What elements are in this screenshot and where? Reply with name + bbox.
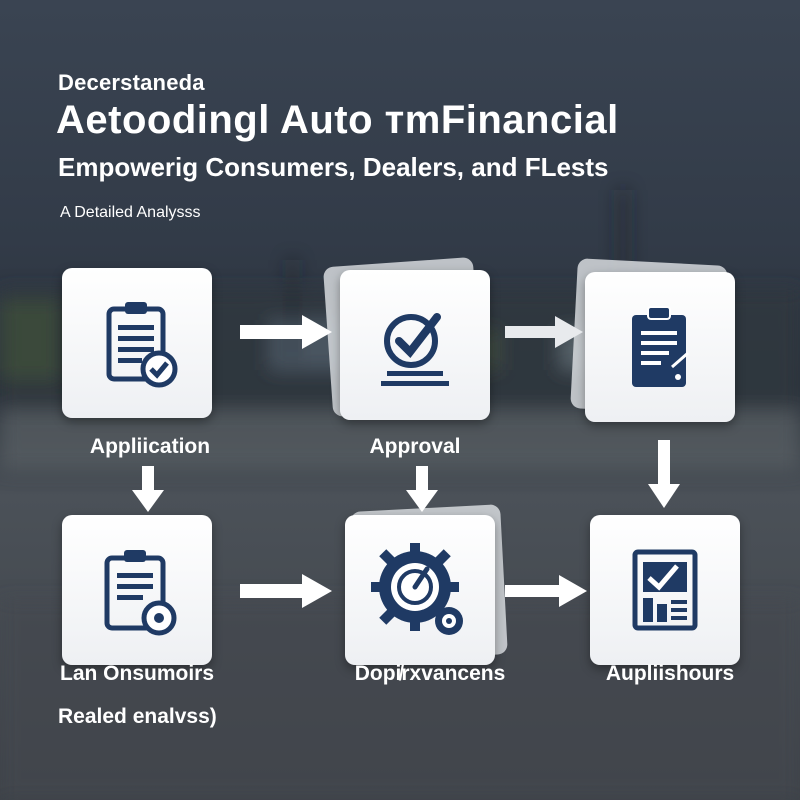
page-subtitle: Empowerig Consumers, Dealers, and FLests	[58, 152, 609, 182]
arrow-right-icon	[505, 575, 587, 607]
chart-document-icon	[615, 540, 715, 640]
arrow-right-icon	[505, 316, 583, 348]
step-label-approval: Approval	[369, 435, 461, 458]
step-card-application	[62, 268, 212, 418]
checkmark-badge-icon	[365, 295, 465, 395]
clipboard-gauge-icon	[87, 540, 187, 640]
step-card-5	[345, 515, 495, 665]
step-label-application: Appliication	[89, 435, 211, 458]
gear-gauge-icon	[365, 535, 475, 645]
page-tagline: A Detailed Analyssѕ	[60, 204, 201, 221]
step-card-6	[590, 515, 740, 665]
arrow-down-icon	[406, 466, 438, 512]
step-card-3	[585, 272, 735, 422]
arrow-down-icon	[132, 466, 164, 512]
step-label-6: Aupliishours	[605, 662, 735, 685]
arrow-right-icon	[240, 315, 332, 349]
step-card-consumers	[62, 515, 212, 665]
clipboard-check-icon	[87, 293, 187, 393]
arrow-right-icon	[240, 574, 332, 608]
step-card-approval	[340, 270, 490, 420]
page-title: Aetoodingl Auto тmFinancial	[56, 98, 619, 142]
step-label-consumers: Lan Onsumoirs	[60, 662, 215, 685]
step-label-5: Dopi̸rxvancens	[354, 662, 506, 685]
header-kicker: Decerstaneda	[58, 70, 205, 95]
step-sublabel-consumers: Realed enalvss)	[58, 705, 217, 728]
arrow-down-icon	[648, 440, 680, 508]
clipboard-list-icon	[610, 297, 710, 397]
